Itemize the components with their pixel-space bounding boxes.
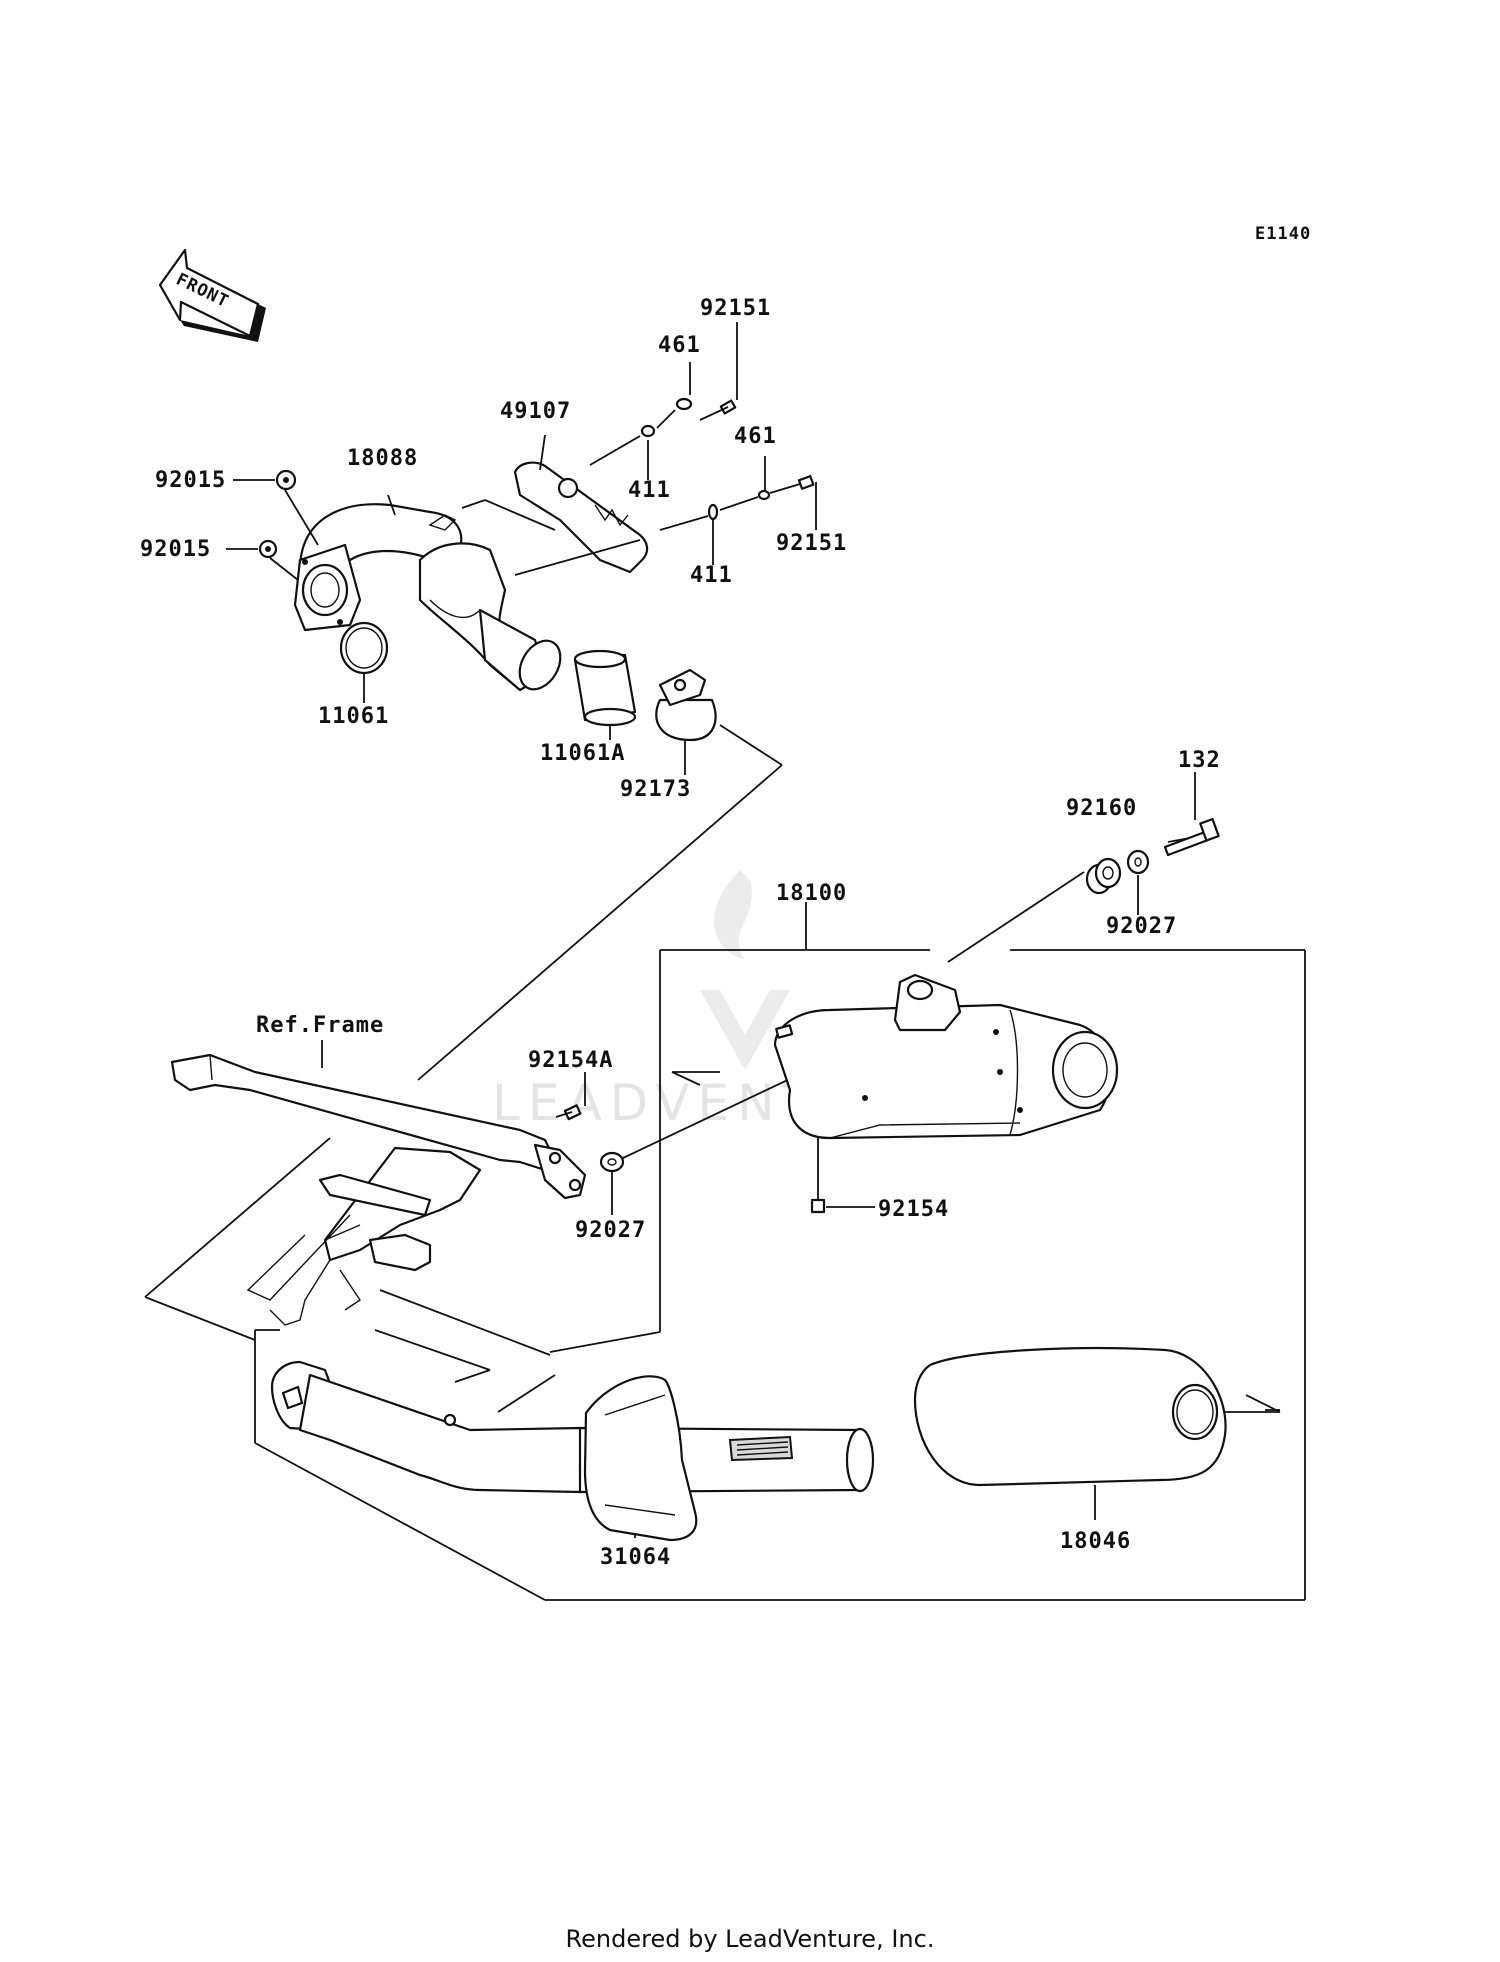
label-18088: 18088 bbox=[347, 446, 418, 471]
washer-92027-upper bbox=[1126, 849, 1150, 875]
washer-92027-frame bbox=[599, 1151, 625, 1173]
bolt-92151-b bbox=[797, 475, 815, 490]
silencer-18100 bbox=[773, 973, 1119, 1140]
washer-461-b bbox=[757, 489, 771, 501]
front-arrow-icon: FRONT bbox=[158, 248, 266, 342]
label-18046: 18046 bbox=[1060, 1529, 1131, 1554]
collar-411-b bbox=[707, 503, 719, 521]
label-92015-b: 92015 bbox=[140, 537, 211, 562]
diagram-code: E1140 bbox=[1255, 224, 1311, 244]
label-18100: 18100 bbox=[776, 881, 847, 906]
bolt-92154A bbox=[555, 1104, 582, 1121]
part-labels: 92151 461 49107 18088 92015 92015 411 46… bbox=[140, 296, 1221, 1570]
head-pipe-18088 bbox=[293, 503, 562, 692]
label-461-top: 461 bbox=[658, 333, 701, 358]
label-49107: 49107 bbox=[500, 399, 571, 424]
footer-credit: Rendered by LeadVenture, Inc. bbox=[565, 1925, 935, 1953]
heat-shield-49107 bbox=[513, 461, 649, 574]
label-411-b: 411 bbox=[690, 563, 733, 588]
bolt-92154 bbox=[810, 1188, 826, 1214]
bolt-132 bbox=[1163, 818, 1220, 857]
label-92154A: 92154A bbox=[528, 1048, 613, 1073]
collar-411-a bbox=[640, 424, 656, 438]
leader-lines-middle bbox=[144, 772, 1306, 1601]
bolt-92151-top bbox=[699, 399, 737, 421]
inner-pipe-31064 bbox=[270, 1360, 875, 1542]
label-92154: 92154 bbox=[878, 1197, 949, 1222]
label-92160: 92160 bbox=[1066, 796, 1137, 821]
label-461-b: 461 bbox=[734, 424, 777, 449]
label-11061: 11061 bbox=[318, 704, 389, 729]
label-411-a: 411 bbox=[628, 478, 671, 503]
label-92151-top: 92151 bbox=[700, 296, 771, 321]
label-11061A: 11061A bbox=[540, 741, 625, 766]
nut-92015-a bbox=[275, 469, 297, 491]
grommet-92160 bbox=[1085, 857, 1122, 895]
clamp-92173 bbox=[655, 668, 717, 742]
gasket-11061 bbox=[339, 621, 389, 675]
label-132: 132 bbox=[1178, 748, 1221, 773]
label-92173: 92173 bbox=[620, 777, 691, 802]
label-92151-b: 92151 bbox=[776, 531, 847, 556]
washer-461-top bbox=[675, 397, 693, 411]
leader-lines-top bbox=[226, 322, 817, 1081]
ref-frame-label: Ref.Frame bbox=[256, 1013, 384, 1038]
silencer-shell-18046 bbox=[913, 1347, 1227, 1487]
gasket-11061A bbox=[573, 649, 637, 727]
label-92015-a: 92015 bbox=[155, 468, 226, 493]
label-31064: 31064 bbox=[600, 1545, 671, 1570]
label-92027-frame: 92027 bbox=[575, 1218, 646, 1243]
nut-92015-b bbox=[258, 539, 278, 559]
label-92027-upper: 92027 bbox=[1106, 914, 1177, 939]
reference-frame bbox=[170, 1053, 587, 1326]
